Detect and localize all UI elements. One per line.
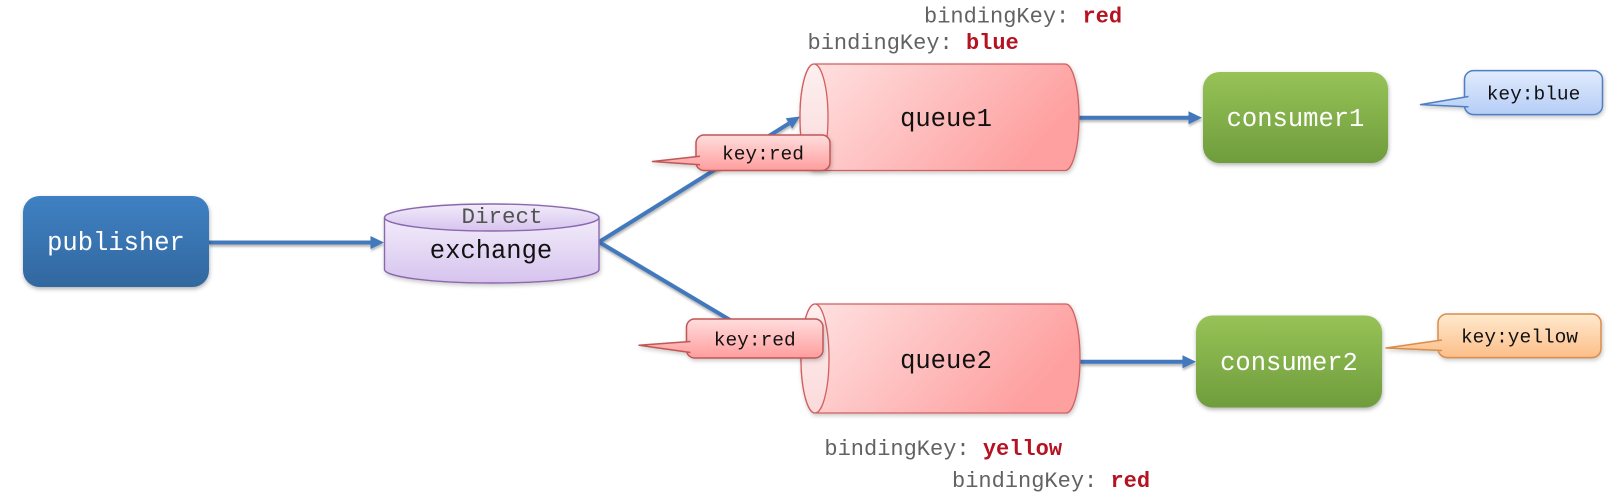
- svg-text:queue1: queue1: [900, 105, 992, 134]
- svg-text:bindingKey: red: bindingKey: red: [952, 469, 1150, 494]
- svg-text:queue2: queue2: [900, 347, 992, 376]
- svg-text:key:red: key:red: [714, 330, 796, 352]
- svg-text:key:yellow: key:yellow: [1461, 327, 1578, 349]
- svg-text:publisher: publisher: [47, 229, 185, 258]
- svg-text:bindingKey: red: bindingKey: red: [924, 5, 1122, 30]
- svg-text:bindingKey: yellow: bindingKey: yellow: [824, 437, 1062, 462]
- svg-text:key:red: key:red: [722, 144, 804, 166]
- svg-text:consumer2: consumer2: [1220, 349, 1358, 378]
- svg-text:Direct: Direct: [461, 204, 542, 230]
- svg-text:consumer1: consumer1: [1227, 105, 1365, 134]
- svg-text:bindingKey: blue: bindingKey: blue: [808, 31, 1019, 56]
- svg-text:exchange: exchange: [430, 237, 552, 266]
- svg-text:key:blue: key:blue: [1487, 84, 1581, 106]
